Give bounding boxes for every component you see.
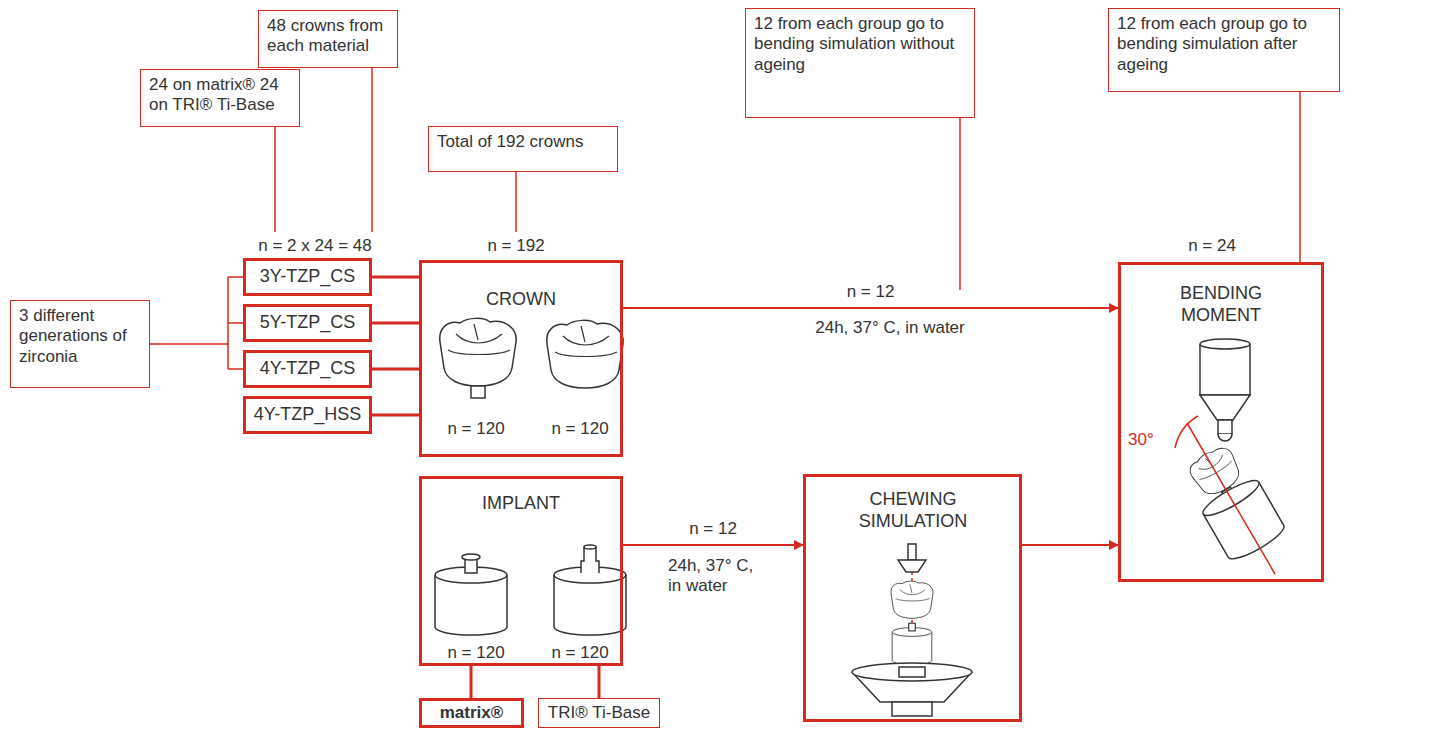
count-label: n = 192 <box>471 236 561 256</box>
leader-line <box>515 172 517 232</box>
connector-line <box>470 666 473 698</box>
box-text: CHEWING SIMULATION <box>848 489 978 532</box>
box-text: CROWN <box>422 289 620 311</box>
bracket <box>150 277 243 369</box>
implant-group-box: IMPLANT n = 120 n = 120 <box>419 476 623 666</box>
count-label: 24h, 37° C, in water <box>668 556 768 597</box>
flow-arrow <box>1022 544 1118 546</box>
connector-line <box>372 414 419 417</box>
box-text: 3Y-TZP_CS <box>260 266 355 288</box>
edge-label: n = 12 <box>844 282 898 302</box>
leader-line <box>1299 92 1301 262</box>
box-subtext: n = 120 <box>436 643 516 663</box>
box-subtext: 30° <box>1128 430 1172 450</box>
box-text: 24 on matrix® 24 on TRI® Ti-Base <box>149 75 291 116</box>
material-box: 3Y-TZP_CS <box>243 258 372 296</box>
chewing-simulator <box>852 544 972 716</box>
material-box: 4Y-TZP_CS <box>243 350 372 388</box>
box-text: 48 crowns from each material <box>267 16 389 57</box>
box-text: matrix® <box>440 703 504 723</box>
leader-line <box>371 68 373 232</box>
implant-type-box: matrix® <box>419 698 524 728</box>
box-subtext: n = 120 <box>540 419 620 439</box>
box-subtext: n = 120 <box>436 419 516 439</box>
flow-arrow <box>623 307 1118 309</box>
test-stage-box: CHEWING SIMULATION <box>803 474 1022 722</box>
leader-lines <box>150 68 1300 369</box>
implant-type-box: TRI® Ti-Base <box>538 698 660 728</box>
material-box: 5Y-TZP_CS <box>243 304 372 342</box>
count-label: n = 2 x 24 = 48 <box>230 236 400 256</box>
connector-line <box>372 368 419 371</box>
box-text: TRI® Ti-Base <box>548 703 650 723</box>
box-text: BENDING MOMENT <box>1166 283 1276 326</box>
connector-line <box>372 276 419 279</box>
callout-box: 24 on matrix® 24 on TRI® Ti-Base <box>140 69 300 127</box>
crown-drawings <box>440 318 623 398</box>
test-stage-box: BENDING MOMENT 30° <box>1118 262 1324 582</box>
box-subtext: n = 120 <box>540 643 620 663</box>
leader-line <box>959 118 961 290</box>
box-text: 4Y-TZP_CS <box>260 358 355 380</box>
count-label: 24h, 37° C, in water <box>780 318 1000 338</box>
connector-line <box>372 322 419 325</box>
box-text: 12 from each group go to bending simulat… <box>1117 14 1331 75</box>
callout-box: Total of 192 crowns <box>428 126 618 172</box>
callout-box: 48 crowns from each material <box>258 10 398 68</box>
box-text: IMPLANT <box>422 493 620 515</box>
count-label: n = 24 <box>1172 236 1252 256</box>
flow-arrow <box>623 544 803 546</box>
bending-tester <box>1175 339 1288 574</box>
crown-group-box: CROWN n = 120 n = 120 <box>419 260 623 457</box>
implant-drawings <box>435 545 626 635</box>
callout-box: 3 different generations of zirconia <box>10 300 150 388</box>
box-text: Total of 192 crowns <box>437 132 609 152</box>
box-text: 12 from each group go to bending simulat… <box>754 14 966 75</box>
box-text: 3 different generations of zirconia <box>19 306 141 367</box>
callout-box: 12 from each group go to bending simulat… <box>1108 8 1340 92</box>
box-text: 4Y-TZP_HSS <box>254 404 361 426</box>
connector-line <box>598 666 601 698</box>
leader-line <box>274 127 276 232</box>
edge-label: n = 12 <box>686 519 740 539</box>
material-box: 4Y-TZP_HSS <box>243 396 372 434</box>
callout-box: 12 from each group go to bending simulat… <box>745 8 975 118</box>
box-text: 5Y-TZP_CS <box>260 312 355 334</box>
